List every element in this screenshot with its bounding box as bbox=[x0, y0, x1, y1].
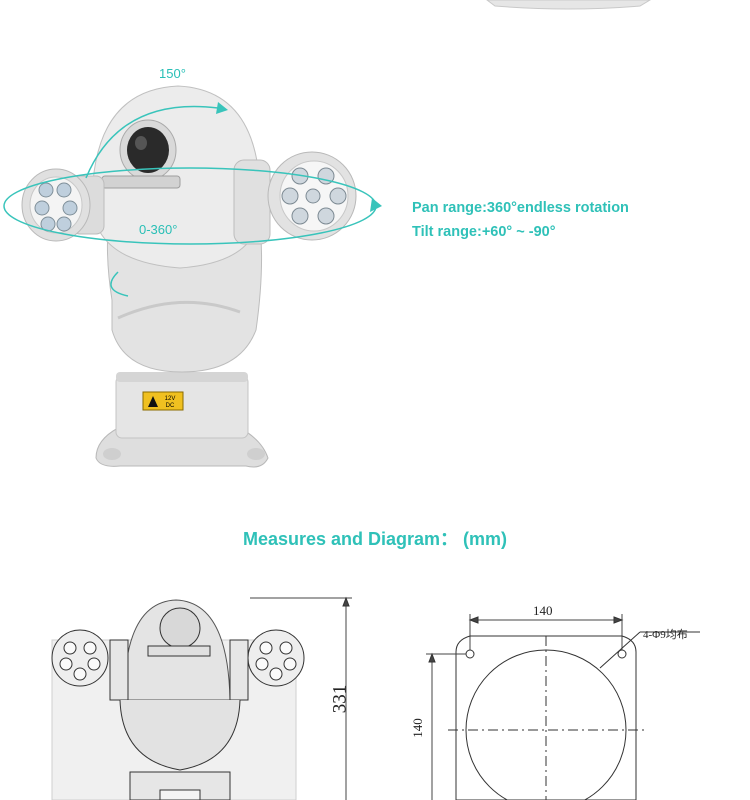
measures-diagram-heading: Measures and Diagram： (mm) bbox=[242, 529, 508, 549]
ptz-camera-illustration: 12V DC bbox=[3, 0, 651, 468]
width-dimension-label: 140 bbox=[533, 603, 553, 618]
pan-angle-label: 0-360° bbox=[139, 222, 178, 237]
height-dimension-label: 331 bbox=[329, 684, 351, 714]
tilt-range-spec: Tilt range:+60° ~ -90° bbox=[412, 224, 556, 240]
voltage-label-text: DC bbox=[166, 403, 175, 409]
front-view-drawing bbox=[51, 596, 352, 800]
base-height-dimension-label: 140 bbox=[409, 718, 425, 738]
voltage-label-text: 12V bbox=[165, 396, 176, 402]
base-view-drawing bbox=[426, 614, 700, 800]
dimension-drawings bbox=[51, 596, 700, 800]
pan-range-spec: Pan range:360°endless rotation bbox=[412, 200, 629, 216]
mounting-hole-note: 4-Φ9均布 bbox=[643, 629, 688, 641]
tilt-angle-label: 150° bbox=[159, 66, 186, 81]
